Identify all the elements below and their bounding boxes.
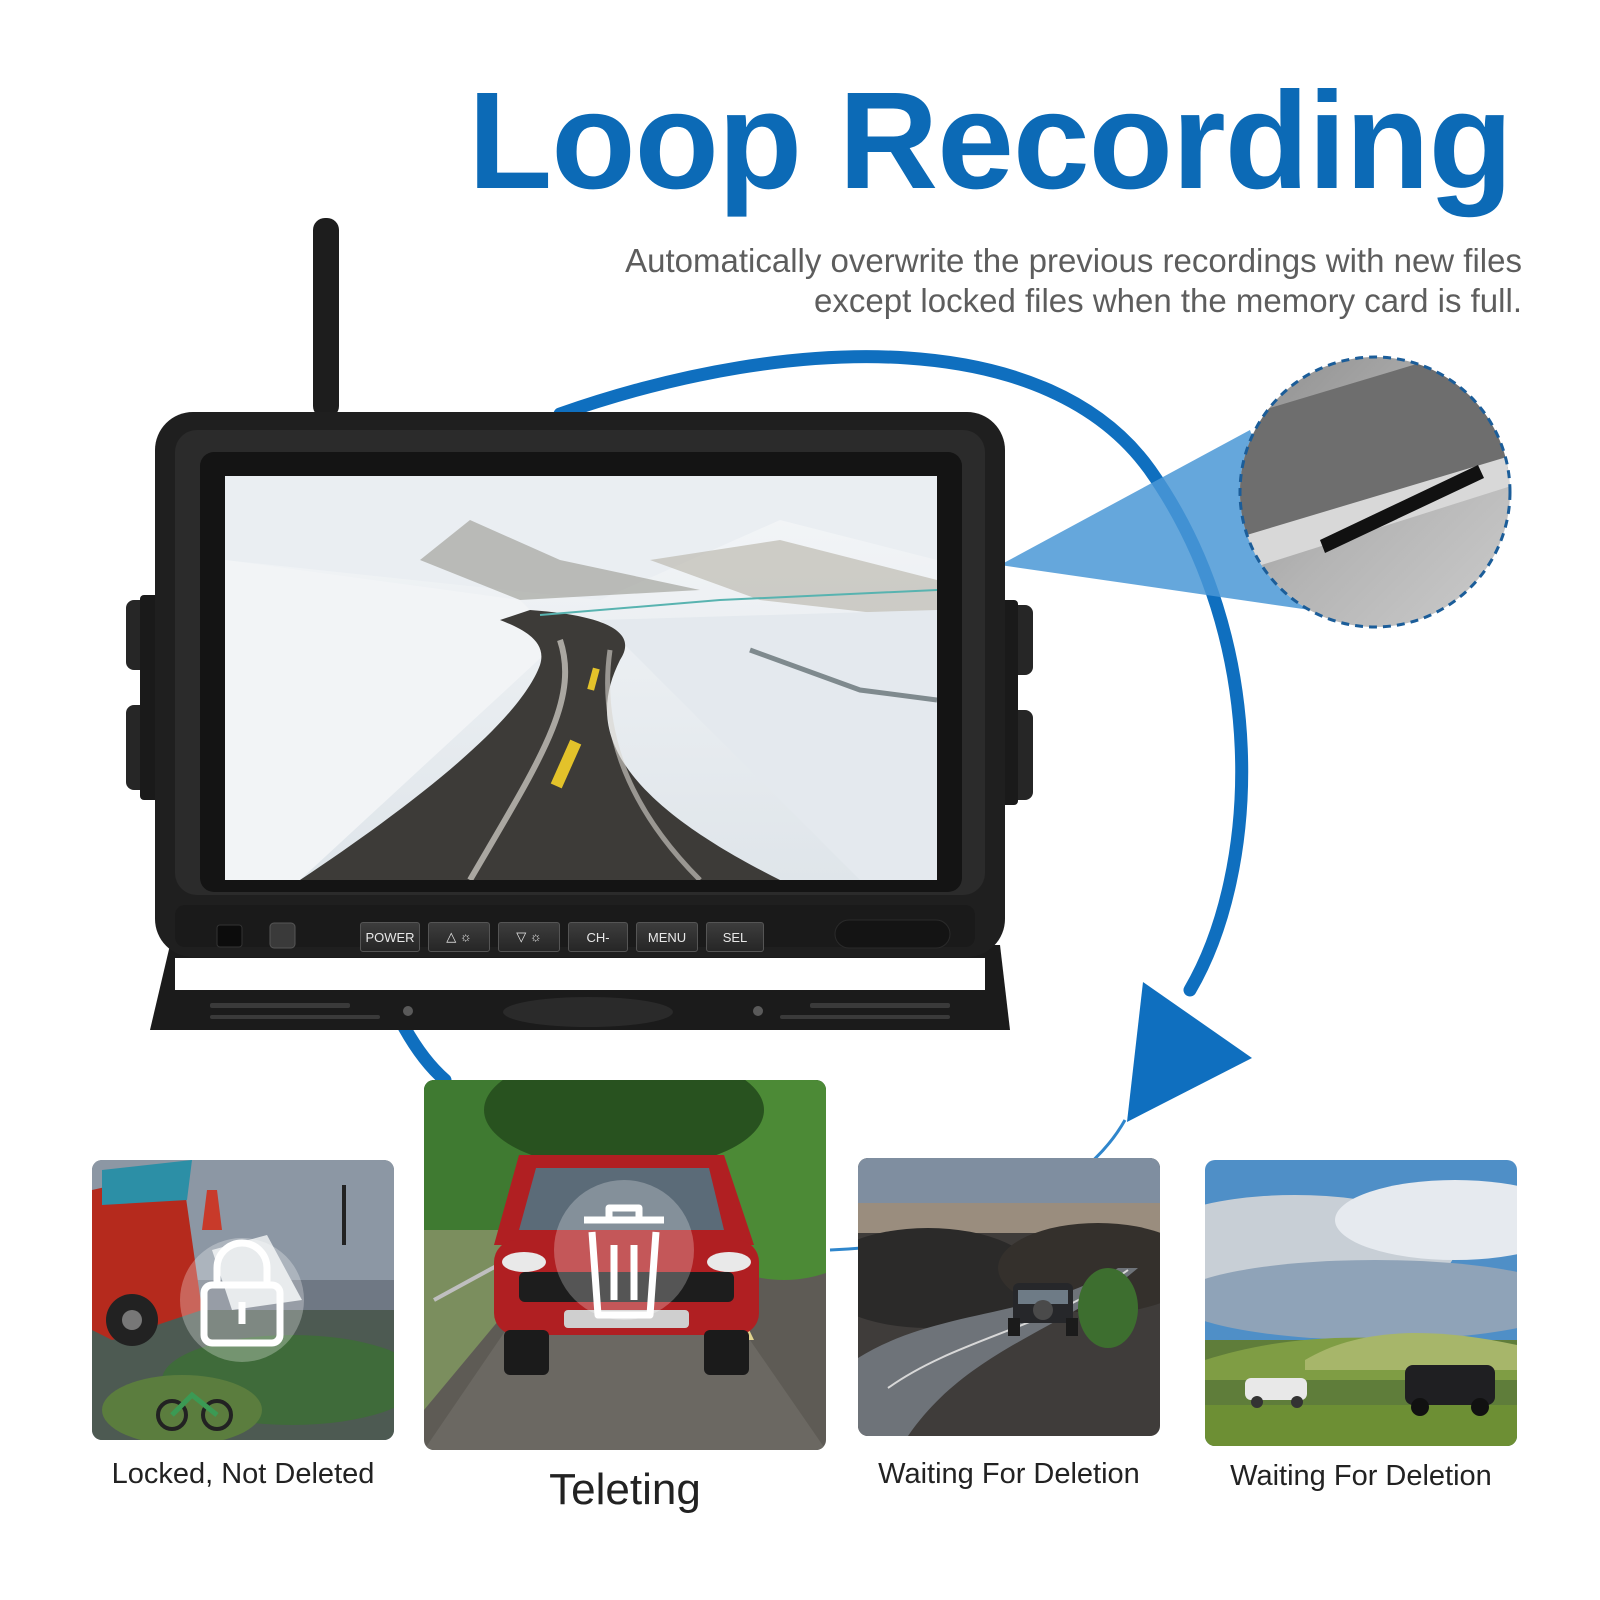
monitor-screen-image bbox=[225, 476, 937, 880]
zoom-beam bbox=[1000, 430, 1310, 610]
panel-caption-waiting-2: Waiting For Deletion bbox=[1230, 1460, 1492, 1492]
trash-icon bbox=[584, 1204, 664, 1319]
speaker-grille bbox=[834, 919, 951, 949]
panel-caption-deleting: Teleting bbox=[549, 1465, 701, 1514]
brightness-up-button[interactable]: △ ☼ bbox=[428, 922, 490, 952]
description-line-1: Automatically overwrite the previous rec… bbox=[625, 242, 1522, 279]
power-button[interactable]: POWER bbox=[360, 922, 420, 952]
panel-waiting-photo-1 bbox=[858, 1158, 1160, 1436]
lock-icon bbox=[200, 1239, 284, 1347]
panel-deleting-photo bbox=[424, 1080, 826, 1450]
menu-button[interactable]: MENU bbox=[636, 922, 698, 952]
panel-locked-photo bbox=[92, 1160, 394, 1440]
brightness-down-button[interactable]: ▽ ☼ bbox=[498, 922, 560, 952]
panel-caption-locked: Locked, Not Deleted bbox=[111, 1458, 375, 1490]
page-title: Loop Recording bbox=[468, 64, 1513, 218]
antenna bbox=[313, 218, 339, 418]
ir-sensor bbox=[216, 924, 243, 948]
select-button[interactable]: SEL bbox=[706, 922, 764, 952]
panel-waiting-photo-2 bbox=[1205, 1160, 1517, 1446]
monitor-device bbox=[126, 218, 1033, 1030]
indicator-light bbox=[269, 922, 296, 949]
card-slot-zoom bbox=[1238, 355, 1512, 629]
description-line-2: except locked files when the memory card… bbox=[814, 282, 1522, 319]
panel-caption-waiting-1: Waiting For Deletion bbox=[878, 1458, 1140, 1490]
channel-down-button[interactable]: CH- bbox=[568, 922, 628, 952]
